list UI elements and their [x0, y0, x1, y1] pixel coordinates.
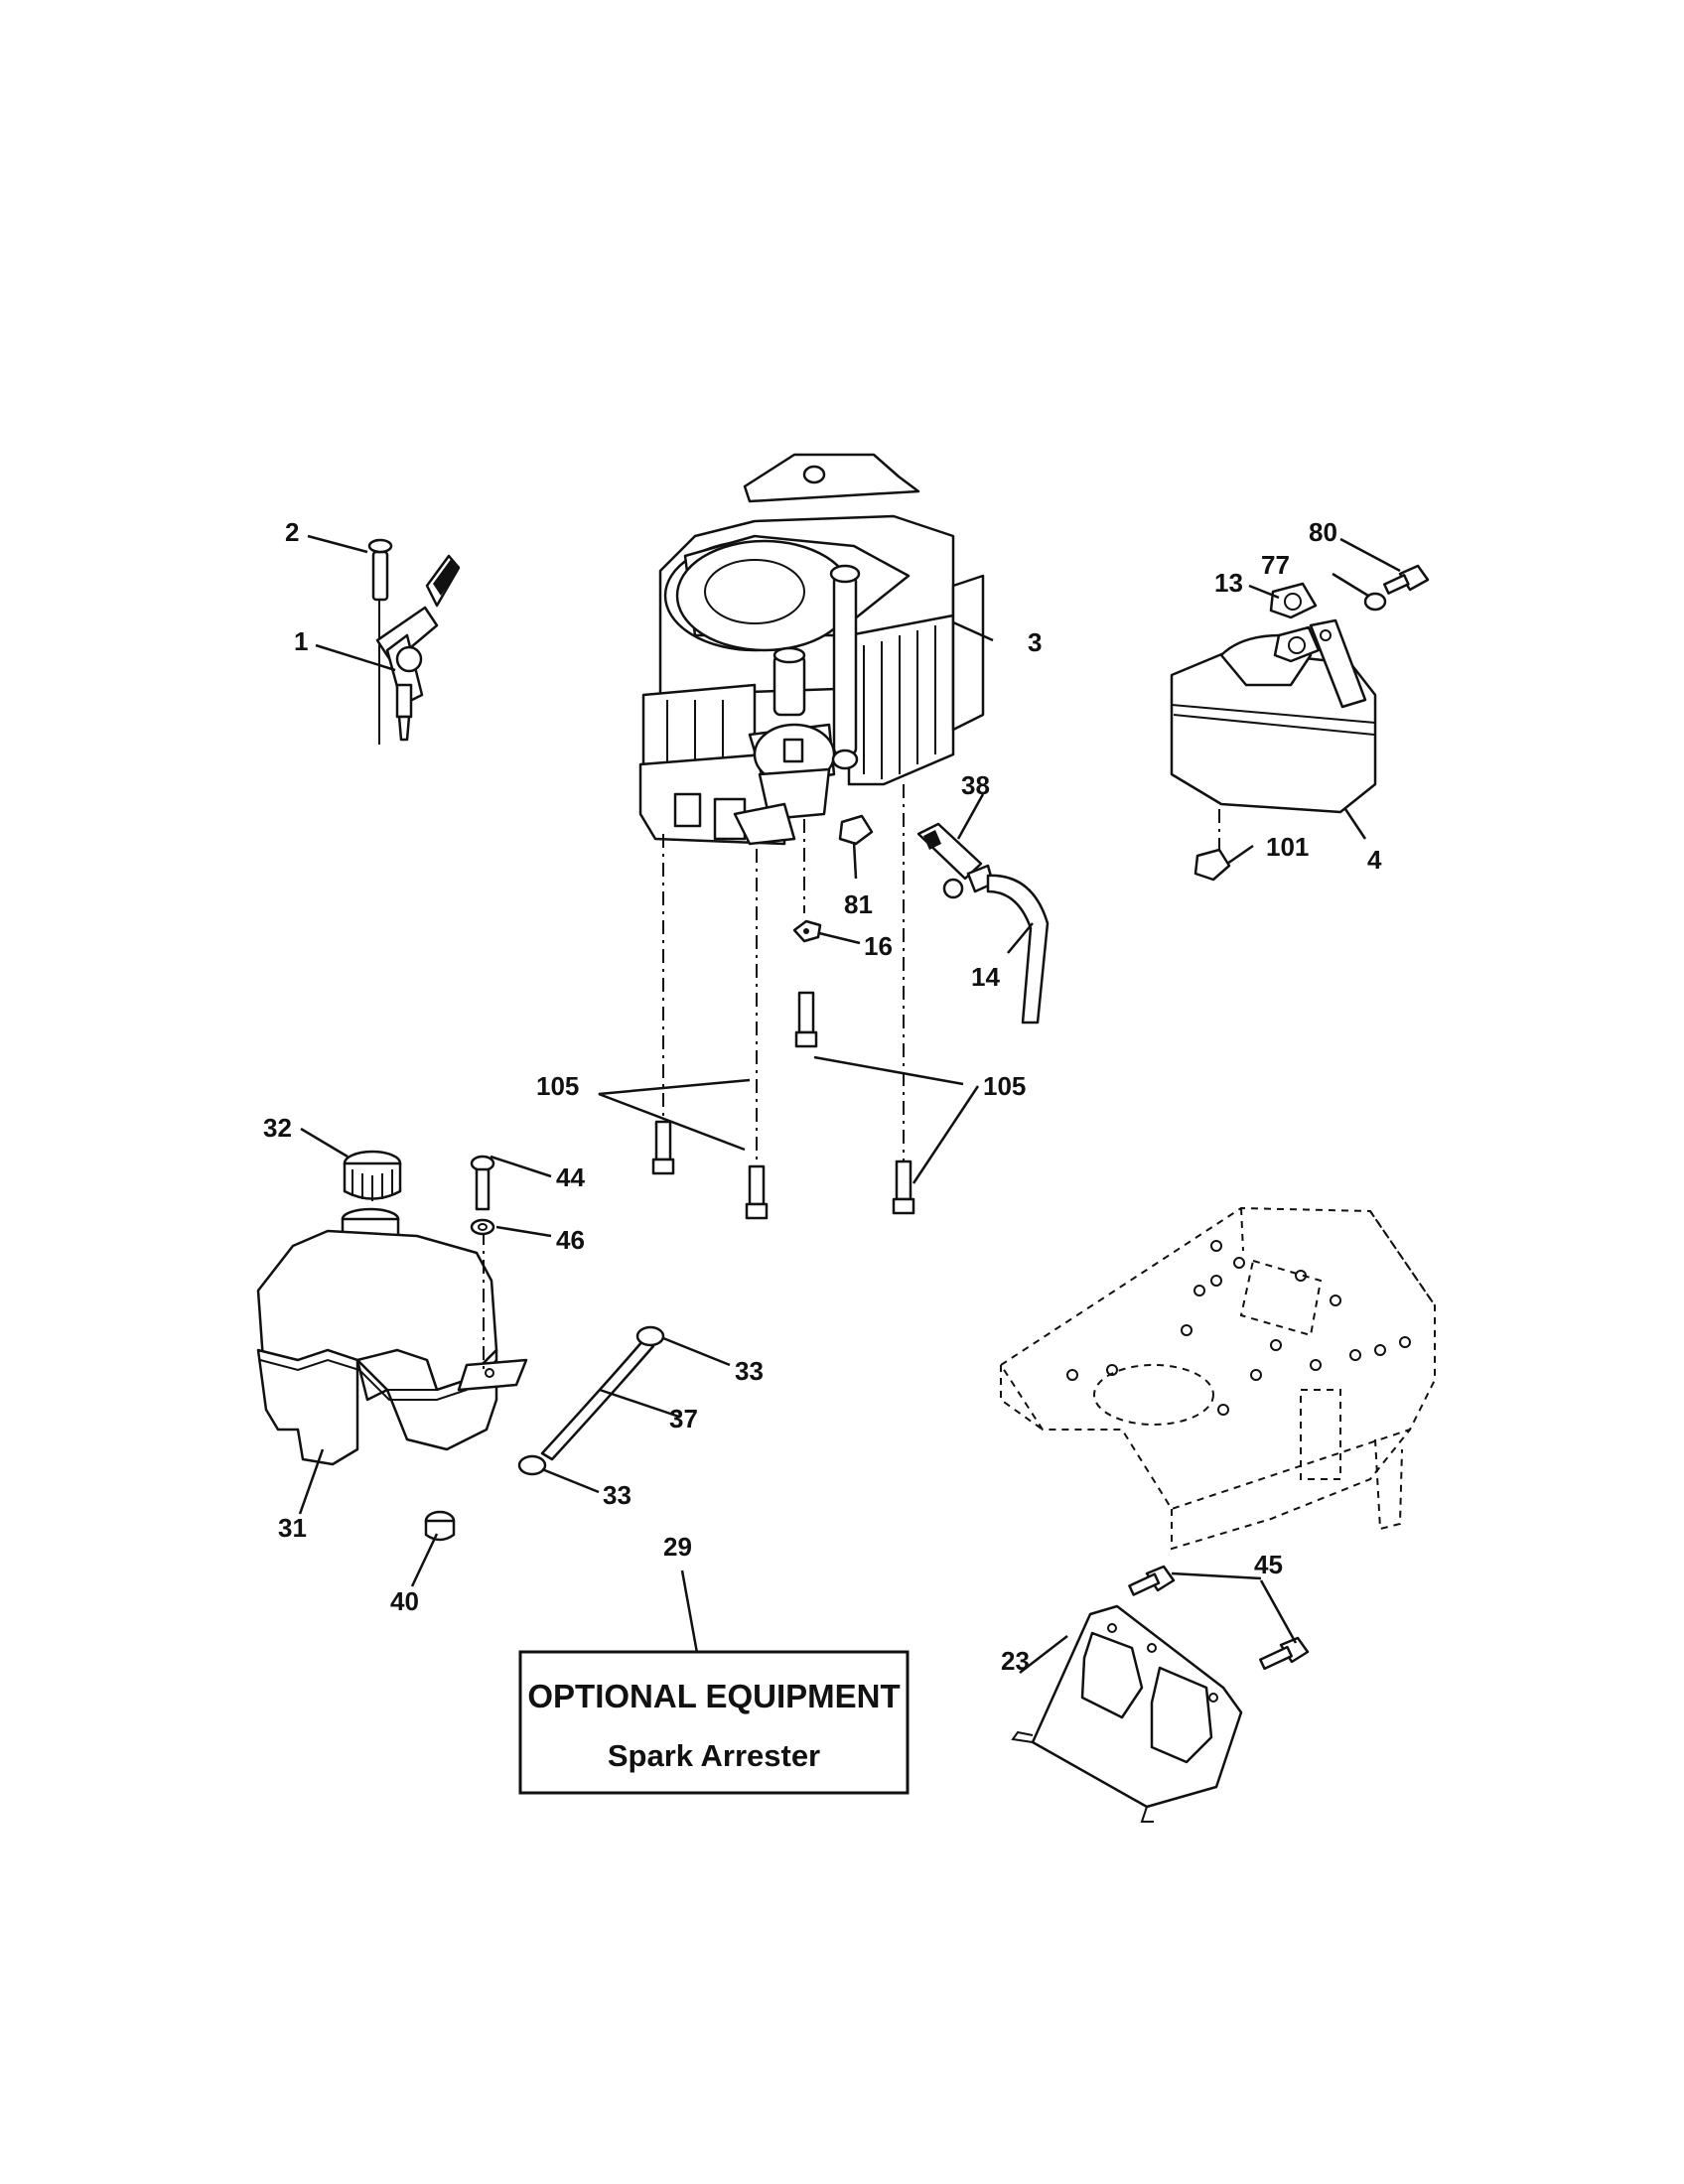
- fuel-line-part: [540, 1338, 655, 1461]
- callout-105-right: 105: [983, 1071, 1026, 1101]
- optional-equipment-subtitle: Spark Arrester: [608, 1738, 820, 1773]
- leader-lines: [298, 534, 1401, 1674]
- frame-holes: [1066, 1240, 1411, 1416]
- callout-1: 1: [294, 626, 308, 656]
- callout-44: 44: [556, 1162, 585, 1192]
- callout-labels: 2 1 3 4 13 77 80 101 38 81 16 14 105 105…: [263, 517, 1382, 1676]
- throttle-control-part: [367, 538, 461, 745]
- fuel-hose-part: [986, 874, 1050, 1024]
- callout-23: 23: [1001, 1646, 1030, 1676]
- callout-3: 3: [1028, 627, 1042, 657]
- optional-equipment-title: OPTIONAL EQUIPMENT: [527, 1678, 900, 1714]
- gasket-13-part: [1269, 582, 1318, 619]
- nut-101-part: [1193, 809, 1231, 882]
- callout-33-top: 33: [735, 1356, 764, 1386]
- muffler-part: [1170, 618, 1377, 814]
- callout-38: 38: [961, 770, 990, 800]
- fuel-tank-part: [256, 1207, 528, 1466]
- callout-105-left: 105: [536, 1071, 579, 1101]
- bolt-105-part: [651, 991, 915, 1220]
- callout-46: 46: [556, 1225, 585, 1255]
- callout-77: 77: [1261, 550, 1290, 580]
- washer-16-part: [792, 919, 822, 943]
- optional-equipment-box: OPTIONAL EQUIPMENT Spark Arrester: [518, 1650, 910, 1795]
- engine-part: [638, 453, 985, 846]
- chassis-frame-outline: [999, 1206, 1436, 1551]
- callout-16: 16: [864, 931, 893, 961]
- callout-2: 2: [285, 517, 299, 547]
- callout-40: 40: [390, 1586, 419, 1616]
- fuel-cap-part: [343, 1150, 402, 1201]
- washer-77-part: [1363, 592, 1387, 612]
- screw-44-part: [470, 1155, 495, 1211]
- callout-32: 32: [263, 1113, 292, 1143]
- bolt-80-part: [1382, 564, 1430, 595]
- clamp-33-part: [517, 1325, 665, 1476]
- engine-mount-centerlines: [662, 784, 905, 1176]
- callout-81: 81: [844, 889, 873, 919]
- callout-37: 37: [669, 1404, 698, 1433]
- nut-81-part: [838, 814, 874, 846]
- callout-101: 101: [1266, 832, 1309, 862]
- callout-31: 31: [278, 1513, 307, 1543]
- callout-45: 45: [1254, 1550, 1283, 1579]
- bolt-45-part: [1128, 1565, 1310, 1671]
- callout-80: 80: [1309, 517, 1337, 547]
- callout-14: 14: [971, 962, 1000, 992]
- callout-13: 13: [1214, 568, 1243, 598]
- fuel-shutoff-valve-part: [916, 822, 995, 899]
- callout-29: 29: [663, 1532, 692, 1562]
- heat-shield-part: [1011, 1604, 1243, 1823]
- washer-46-part: [470, 1218, 495, 1236]
- callout-4: 4: [1367, 845, 1382, 875]
- callout-33-bottom: 33: [603, 1480, 632, 1510]
- flange-part: [1273, 625, 1321, 663]
- bushing-40-part: [424, 1510, 456, 1542]
